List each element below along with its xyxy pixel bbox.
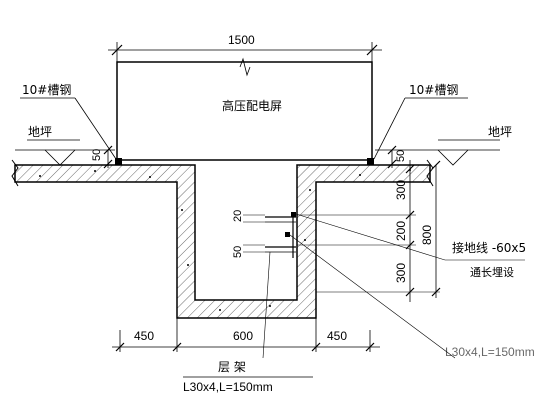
dim-50-right: 50 bbox=[395, 150, 407, 162]
concrete-trench-section bbox=[14, 164, 431, 319]
channel-steel-left bbox=[115, 158, 122, 165]
dim-50-inner: 50 bbox=[232, 246, 244, 258]
level-mark-right bbox=[437, 149, 469, 166]
dim-300-bottom: 300 bbox=[394, 263, 408, 283]
dim-450-right: 450 bbox=[327, 329, 347, 343]
dim-800: 800 bbox=[420, 225, 434, 245]
bracket-label: 层 架 bbox=[218, 360, 246, 374]
channel-steel-label-left: 10#槽钢 bbox=[22, 83, 71, 97]
panel-label: 高压配电屏 bbox=[222, 98, 282, 113]
dim-1500: 1500 bbox=[228, 33, 255, 47]
break-mark-left bbox=[11, 159, 19, 187]
dim-200: 200 bbox=[394, 221, 408, 241]
dim-20: 20 bbox=[232, 210, 244, 222]
dim-450-left: 450 bbox=[134, 329, 154, 343]
concrete-aggregate-dots bbox=[39, 169, 411, 311]
ground-wire-label: 接地线 -60x5 bbox=[452, 240, 526, 255]
faint-overlap-text: L30x4,L=150mm bbox=[445, 345, 535, 359]
floor-label-right: 地坪 bbox=[488, 125, 512, 139]
break-mark-panel-top bbox=[239, 57, 251, 77]
dim-600: 600 bbox=[233, 329, 253, 343]
high-voltage-panel bbox=[116, 61, 373, 161]
break-mark-right bbox=[426, 159, 434, 187]
ground-wire-note: 通长埋设 bbox=[470, 266, 514, 279]
channel-steel-label-right: 10#槽钢 bbox=[409, 83, 458, 97]
dim-50-left: 50 bbox=[91, 149, 103, 161]
dim-300-top: 300 bbox=[394, 180, 408, 200]
level-mark-left bbox=[44, 149, 76, 166]
bracket-spec: L30x4,L=150mm bbox=[183, 380, 273, 394]
floor-label-left: 地坪 bbox=[28, 125, 52, 139]
channel-steel-right bbox=[367, 158, 374, 165]
